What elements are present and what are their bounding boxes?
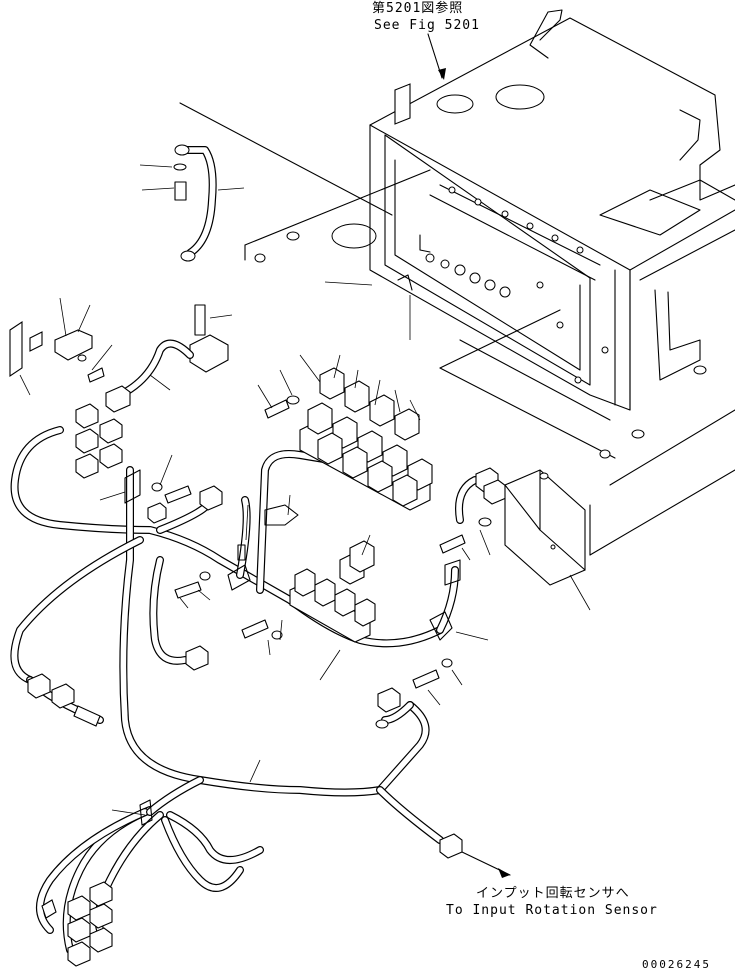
bolt-icon <box>439 534 466 554</box>
ring-terminal-icon <box>174 144 190 156</box>
control-box-frame <box>369 9 735 411</box>
relay-icon <box>369 394 395 427</box>
washer-icon <box>199 571 211 581</box>
controller-unit <box>504 469 591 611</box>
fig-reference-jp: 第5201図参照 <box>372 0 463 16</box>
washer-icon <box>271 630 283 640</box>
connector-icon <box>75 428 99 454</box>
connector-icon <box>99 418 123 444</box>
bolt-icon <box>87 367 105 383</box>
connector-icon <box>67 941 91 967</box>
bolt-icon <box>194 304 206 336</box>
connector-icon <box>67 917 91 943</box>
ground-strap <box>139 144 245 262</box>
washer-icon <box>151 482 163 492</box>
switch-icon <box>54 329 93 361</box>
connector-icon <box>51 683 75 709</box>
hardware <box>99 281 492 826</box>
relay-icon <box>314 578 336 607</box>
connector-icon <box>185 645 209 671</box>
relay-icon <box>394 408 420 441</box>
washer-icon <box>286 395 300 405</box>
relay-icon <box>294 568 316 597</box>
sensor-icon <box>189 334 229 373</box>
bolt-icon <box>264 399 290 419</box>
bracket-icon <box>9 320 23 378</box>
connector-icon <box>147 502 167 524</box>
relay-icon <box>392 474 418 507</box>
switch-assembly <box>9 297 233 413</box>
plug-icon <box>73 705 101 727</box>
connector-icon <box>89 881 113 907</box>
clamp-icon <box>429 611 453 641</box>
connector-icon <box>99 443 123 469</box>
bolt-icon <box>164 485 192 504</box>
fig-reference-en: See Fig 5201 <box>374 18 480 33</box>
drawing-number: 00026245 <box>642 958 711 971</box>
plug-icon <box>41 899 57 919</box>
bolt-icon <box>174 581 202 599</box>
ring-terminal-icon <box>180 250 196 262</box>
clamp-icon <box>227 564 251 591</box>
connector-icon <box>89 903 113 929</box>
clamp-icon <box>264 504 299 526</box>
fig-reference-callout: 第5201図参照 See Fig 5201 <box>372 0 480 80</box>
connector-icon <box>75 403 99 429</box>
connectors <box>27 403 507 967</box>
washer-icon <box>478 517 492 527</box>
relay-icon <box>334 588 356 617</box>
relay-block-upper <box>257 354 433 511</box>
relay-icon <box>317 432 343 465</box>
floor-plate <box>179 102 735 556</box>
relay-icon <box>367 460 393 493</box>
connector-icon <box>439 833 463 859</box>
bolt-icon <box>174 181 187 201</box>
ring-terminal-icon <box>375 719 389 729</box>
washer-icon <box>173 163 187 171</box>
relay-icon <box>319 367 345 400</box>
relay-icon <box>342 446 368 479</box>
washer-icon <box>441 658 453 668</box>
fig-reference-arrowhead <box>438 68 446 80</box>
relay-icon <box>349 540 375 573</box>
relay-block-lower <box>289 534 376 681</box>
sensor-label-en: To Input Rotation Sensor <box>446 903 658 918</box>
connector-icon <box>89 927 113 953</box>
relay-icon <box>354 598 376 627</box>
connector-icon <box>377 687 401 713</box>
washer-icon <box>77 354 87 362</box>
clamp-icon <box>124 469 141 504</box>
bolt-icon <box>241 619 269 639</box>
relay-icon <box>344 380 370 413</box>
connector-icon <box>75 453 99 479</box>
connector-icon <box>199 485 223 511</box>
bolt-icon <box>412 669 440 689</box>
relay-icon <box>307 402 333 435</box>
sensor-arrowhead <box>498 868 510 878</box>
connector-icon <box>105 385 131 413</box>
clamp-icon <box>139 799 153 826</box>
connector-icon <box>27 673 51 699</box>
sensor-callout: インプット回転センサへ To Input Rotation Sensor <box>446 851 658 918</box>
sensor-label-jp: インプット回転センサへ <box>476 886 630 901</box>
